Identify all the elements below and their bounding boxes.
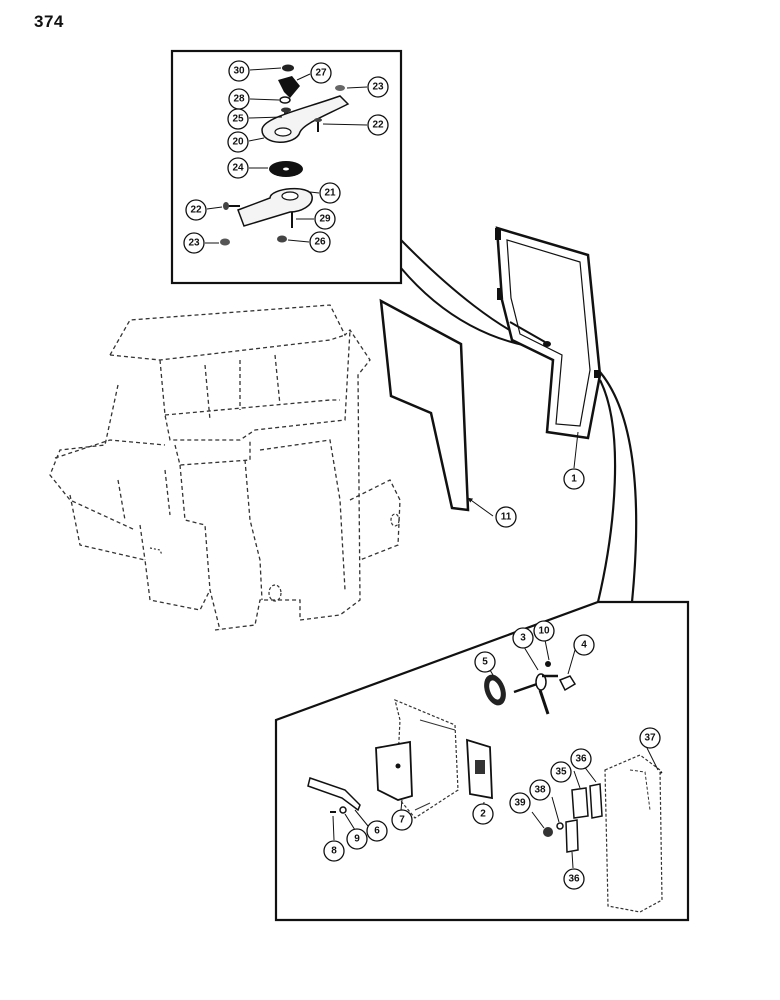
part-22-lower-screw <box>223 202 240 210</box>
part-11-glass <box>379 298 494 517</box>
part-2-latch <box>466 738 493 800</box>
callout-21: 21 <box>319 182 341 204</box>
svg-text:30: 30 <box>233 66 245 77</box>
callout-27: 27 <box>310 62 332 84</box>
callout-23: 23 <box>367 76 389 98</box>
part-21-lower-hinge <box>237 187 313 227</box>
part-9-washer <box>339 806 347 814</box>
part-39-nut <box>543 827 553 837</box>
callout-22: 22 <box>185 199 207 221</box>
svg-text:6: 6 <box>374 826 380 837</box>
part-38-washer <box>556 822 564 830</box>
callout-10: 10 <box>533 620 555 642</box>
svg-text:7: 7 <box>399 815 405 826</box>
hinge-inset <box>170 49 541 349</box>
svg-text:35: 35 <box>555 767 567 778</box>
svg-text:28: 28 <box>233 94 245 105</box>
svg-text:3: 3 <box>520 633 526 644</box>
part-4-latch-piece <box>558 675 577 692</box>
part-28-spacer <box>279 96 291 104</box>
part-7-plate <box>375 740 413 801</box>
svg-text:4: 4 <box>581 640 587 651</box>
latch-connector <box>596 371 638 603</box>
svg-text:5: 5 <box>482 657 488 668</box>
part-27-clip <box>278 76 300 98</box>
callout-24: 24 <box>227 157 249 179</box>
callout-22: 22 <box>367 114 389 136</box>
callout-37: 37 <box>639 727 661 749</box>
part-6-rod <box>307 777 361 812</box>
callout-8: 8 <box>323 840 345 862</box>
callout-36: 36 <box>570 748 592 770</box>
part-30-nut <box>282 64 294 72</box>
svg-text:8: 8 <box>331 846 337 857</box>
callout-38: 38 <box>529 779 551 801</box>
callout-11: 11 <box>495 506 517 528</box>
svg-text:2: 2 <box>480 809 486 820</box>
part-23-lower-nut <box>220 238 230 246</box>
callout-3: 3 <box>512 627 534 649</box>
callout-26: 26 <box>309 231 331 253</box>
part-10-screw <box>545 661 551 667</box>
svg-text:23: 23 <box>188 238 200 249</box>
callout-5: 5 <box>474 651 496 673</box>
part-3-handle <box>513 673 558 715</box>
svg-text:27: 27 <box>315 68 327 79</box>
part-35-strike <box>571 787 589 819</box>
part-36-shim-lower <box>565 819 579 853</box>
svg-text:36: 36 <box>568 874 580 885</box>
part-26-nut <box>277 235 287 243</box>
svg-text:10: 10 <box>538 626 550 637</box>
svg-text:22: 22 <box>190 205 202 216</box>
callout-30: 30 <box>228 60 250 82</box>
callout-23: 23 <box>183 232 205 254</box>
callout-4: 4 <box>573 634 595 656</box>
svg-text:37: 37 <box>644 733 656 744</box>
svg-text:9: 9 <box>354 834 360 845</box>
latch-inset <box>274 600 690 922</box>
callout-28: 28 <box>228 88 250 110</box>
callout-7: 7 <box>391 809 413 831</box>
svg-text:21: 21 <box>324 188 336 199</box>
page-number: 374 <box>34 12 64 31</box>
callout-35: 35 <box>550 761 572 783</box>
callout-9: 9 <box>346 828 368 850</box>
svg-text:39: 39 <box>514 798 526 809</box>
callout-39: 39 <box>509 792 531 814</box>
svg-text:22: 22 <box>372 120 384 131</box>
callout-20: 20 <box>227 131 249 153</box>
svg-text:23: 23 <box>372 82 384 93</box>
part-20-upper-hinge <box>261 95 350 143</box>
callout-2: 2 <box>472 803 494 825</box>
part-1-door <box>495 226 602 469</box>
callout-1: 1 <box>563 468 585 490</box>
svg-text:20: 20 <box>232 137 244 148</box>
part-5-bezel <box>484 674 506 706</box>
svg-text:36: 36 <box>575 754 587 765</box>
svg-text:26: 26 <box>314 237 326 248</box>
callout-36: 36 <box>563 868 585 890</box>
svg-text:11: 11 <box>501 512 512 523</box>
svg-text:25: 25 <box>232 114 244 125</box>
svg-text:24: 24 <box>232 163 244 174</box>
svg-text:1: 1 <box>571 474 577 485</box>
callout-25: 25 <box>227 108 249 130</box>
svg-text:29: 29 <box>319 214 331 225</box>
part-36-shim-upper <box>589 783 603 819</box>
cab-details <box>149 513 400 602</box>
part-23-upper-nut <box>335 85 345 91</box>
cab-outline <box>49 304 401 631</box>
svg-text:38: 38 <box>534 785 546 796</box>
callout-6: 6 <box>366 820 388 842</box>
part-24-washer <box>269 161 303 177</box>
callout-29: 29 <box>314 208 336 230</box>
door-post <box>604 754 663 913</box>
part-22-upper-screw <box>314 118 322 132</box>
